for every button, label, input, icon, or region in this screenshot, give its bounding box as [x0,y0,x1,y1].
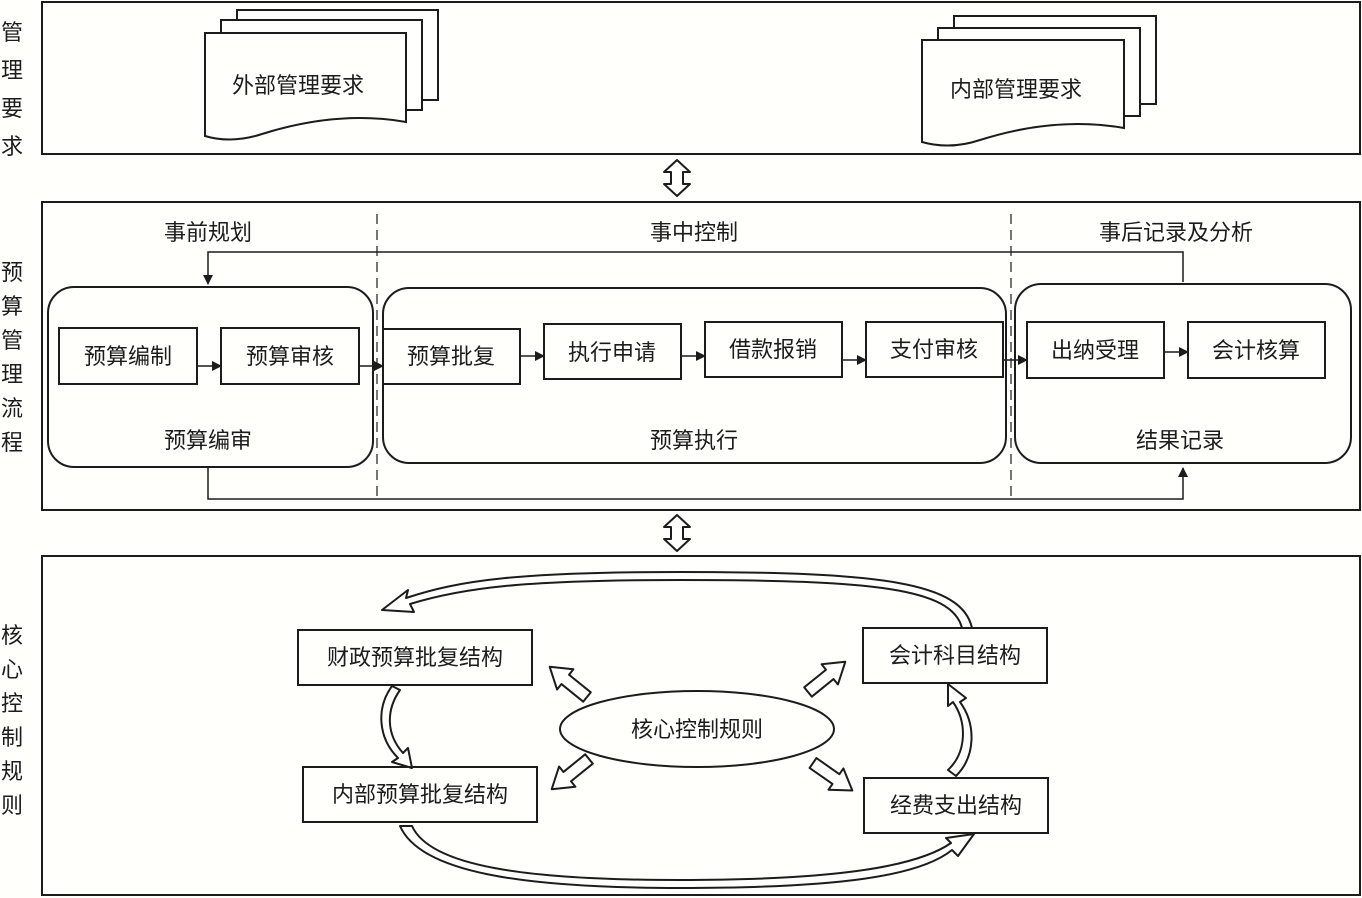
external-requirements-label: 外部管理要求 [232,74,364,99]
side-char: 制 [1,726,23,751]
side-char: 管 [1,21,23,46]
side-char: 心 [1,658,23,683]
block-arrow-icon [550,753,594,791]
step-label: 预算编制 [84,345,172,370]
accounting-subjects-label: 会计科目结构 [889,644,1021,669]
block-arrow-icon [548,665,592,703]
block-arrow-icon [803,660,847,698]
core-side-label: 核 心 控 制 规 则 [1,624,23,819]
core-section-frame [41,555,1361,896]
core-rules-label: 核心控制规则 [631,718,763,743]
step-label: 预算批复 [407,345,495,370]
curved-arrow-bottom [399,825,975,889]
side-char: 算 [1,295,23,320]
side-char: 则 [1,794,23,819]
side-char: 流 [1,397,23,422]
step-box [865,321,1004,378]
side-char: 理 [1,363,23,388]
management-section-frame [41,1,1361,155]
record-group [1014,283,1352,464]
side-char: 预 [1,261,23,286]
external-requirements-document: 外部管理要求 [204,9,439,141]
step-box [704,321,843,378]
internal-requirements-label: 内部管理要求 [950,78,1082,103]
fiscal-approval-box [297,629,533,686]
curved-arrow-top [381,571,973,629]
fiscal-approval-label: 财政预算批复结构 [327,646,503,671]
compile-group [47,286,374,468]
internal-approval-box [302,766,538,823]
process-section-frame [41,201,1361,511]
step-box [220,327,360,385]
curved-arrow-right [947,683,973,777]
side-char: 理 [1,59,23,84]
management-side-label: 管 理 要 求 [1,21,23,160]
compile-group-label: 预算编审 [164,429,252,454]
core-rules-ellipse [559,690,835,768]
side-char: 核 [1,624,23,649]
accounting-subjects-box [862,627,1048,684]
feedback-arrow-bottom [207,467,1188,500]
process-side-label: 预 算 管 理 流 程 [1,261,23,456]
record-group-label: 结果记录 [1136,429,1224,454]
side-char: 程 [1,431,23,456]
block-arrow-icon [808,757,854,792]
feedback-arrow-top [203,251,1184,285]
step-label: 预算审核 [246,345,334,370]
expenditure-label: 经费支出结构 [890,794,1022,819]
expenditure-box [863,777,1049,834]
step-box [58,327,198,385]
curved-arrow-left [380,685,413,769]
execute-group-label: 预算执行 [650,429,738,454]
step-label: 支付审核 [890,338,978,363]
phase-after-label: 事后记录及分析 [1099,221,1253,246]
bidirectional-arrow-icon [663,159,691,197]
bidirectional-arrow-icon [663,514,691,552]
side-char: 控 [1,692,23,717]
internal-approval-label: 内部预算批复结构 [332,783,508,808]
phase-during-label: 事中控制 [650,221,738,246]
phase-before-label: 事前规划 [164,221,252,246]
step-label: 借款报销 [729,338,817,363]
step-label: 出纳受理 [1051,339,1139,364]
side-char: 求 [1,135,23,160]
internal-requirements-document: 内部管理要求 [921,15,1157,147]
step-box [1026,321,1165,379]
side-char: 规 [1,760,23,785]
side-char: 要 [1,97,23,122]
side-char: 管 [1,329,23,354]
step-label: 执行申请 [568,341,656,366]
step-label: 会计核算 [1212,339,1300,364]
